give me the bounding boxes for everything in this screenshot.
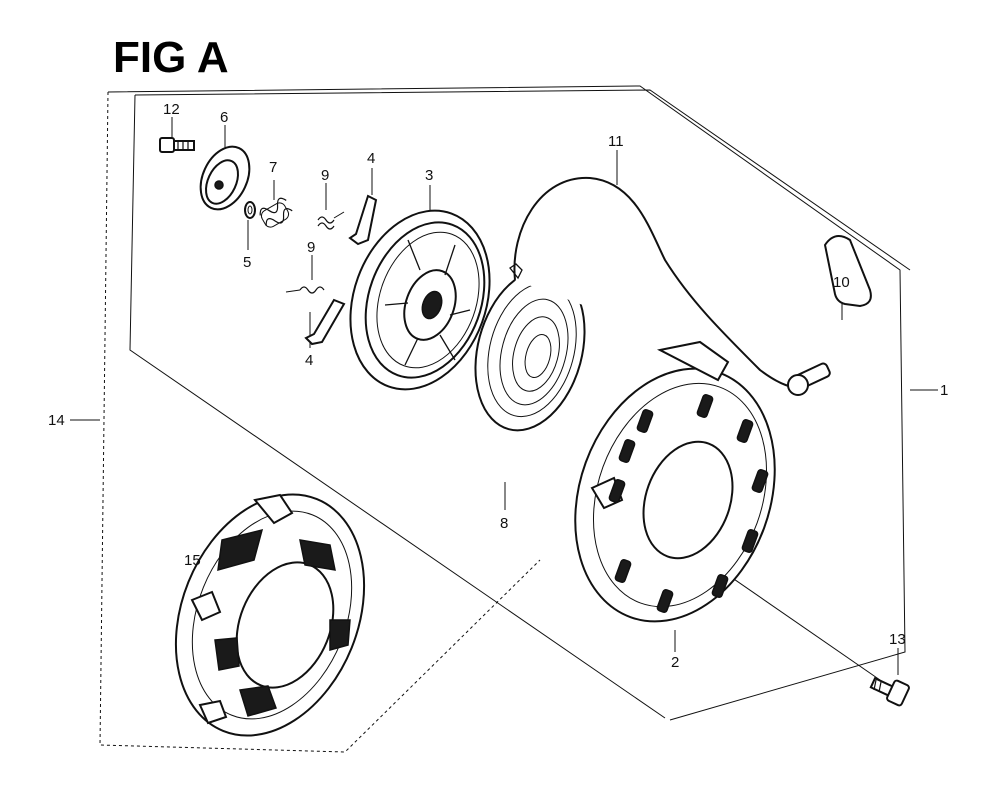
ratchet-4b xyxy=(304,298,346,346)
flange-bolt-13 xyxy=(869,676,910,707)
bolt-12 xyxy=(159,137,195,153)
callout-14: 14 xyxy=(48,412,65,429)
ratchet-spring-9b xyxy=(285,286,325,294)
callout-3: 3 xyxy=(425,167,433,184)
ratchet-4a xyxy=(348,194,378,246)
outer-bracket xyxy=(99,85,906,753)
cover-15 xyxy=(174,493,366,737)
callout-5: 5 xyxy=(243,254,251,271)
callouts: 1 2 3 4 4 5 6 7 8 9 9 10 11 12 13 14 15 xyxy=(48,101,948,671)
callout-15: 15 xyxy=(184,552,201,569)
callout-10: 10 xyxy=(833,274,850,291)
callout-1: 1 xyxy=(940,382,948,399)
callout-12: 12 xyxy=(163,101,180,118)
friction-plate-6 xyxy=(199,145,251,211)
callout-4b: 4 xyxy=(305,352,313,369)
starter-grip-10 xyxy=(787,235,872,396)
spring-7 xyxy=(259,197,293,228)
washer-5 xyxy=(244,201,256,219)
callout-13: 13 xyxy=(889,631,906,648)
callout-8: 8 xyxy=(500,515,508,532)
ratchet-spring-9a xyxy=(317,211,345,230)
starter-case-2 xyxy=(574,340,776,623)
callout-11: 11 xyxy=(608,133,624,150)
callout-9b: 9 xyxy=(307,239,315,256)
inner-bracket xyxy=(129,89,911,719)
callout-4a: 4 xyxy=(367,150,375,167)
recoil-spring-8 xyxy=(474,268,586,432)
figure-title: FIG A xyxy=(113,33,229,82)
callout-6: 6 xyxy=(220,109,228,126)
callout-2: 2 xyxy=(671,654,679,671)
starter-rope-11 xyxy=(509,176,801,388)
reel-3 xyxy=(349,209,491,391)
callout-9a: 9 xyxy=(321,167,329,184)
callout-7: 7 xyxy=(269,159,277,176)
